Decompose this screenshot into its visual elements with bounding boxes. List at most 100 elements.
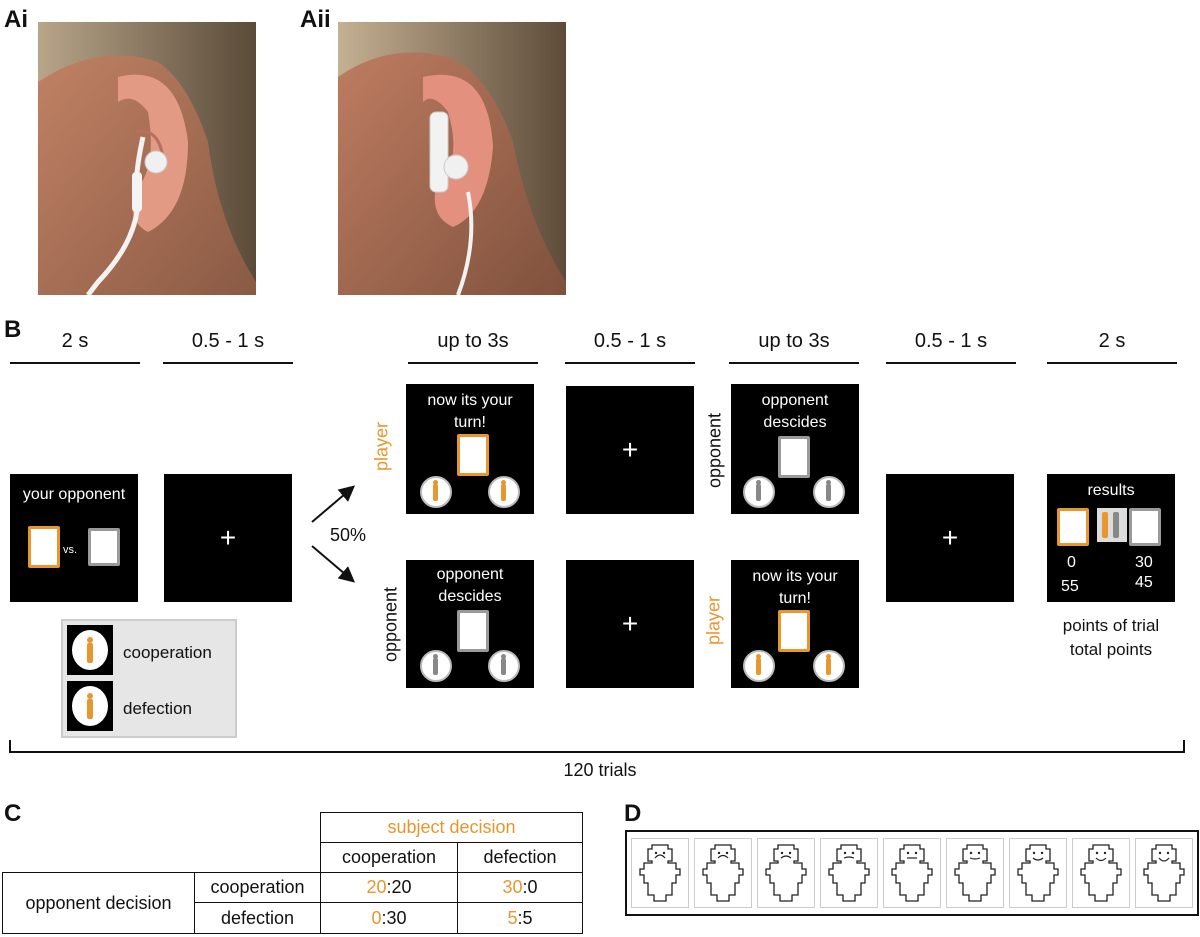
manikin-icon [883,838,941,908]
payoff-cell: 0:30 [320,902,458,934]
subject-payoff: 0 [371,907,382,928]
fixation-screen: + [566,386,694,514]
manikin-icon [757,838,815,908]
payoff-row-cooperation: cooperation [194,872,321,903]
cooperation-figure-icon [743,650,775,682]
manikin-icon [1072,838,1130,908]
branch-arrows [311,485,356,583]
role-label-player: player [703,595,724,646]
opponent-trial-points: 30 [1135,554,1153,571]
opponent-card [778,436,810,478]
opponent-turn-screen: opponent descides [731,384,859,514]
timing-rule [886,362,1016,364]
panel-label-aii: Aii [300,6,331,33]
payoff-col-defection: defection [457,842,583,873]
duration-label: 2 s [61,330,89,352]
decision-legend: cooperation defection [61,619,237,738]
player-card [28,526,60,568]
panel-label-b: B [4,316,22,343]
opponent-card [457,610,489,652]
ear-photo-ai [38,22,256,295]
manikin-icon [1135,838,1193,908]
fixation-screen: + [566,560,694,688]
results-title: results [1087,482,1135,499]
player-turn-screen: now its your turn! [731,560,859,688]
duration-label: up to 3s [437,330,509,352]
manikin-icon [694,838,752,908]
opponent-payoff: :30 [381,907,407,928]
intro-title: your opponent [22,486,126,503]
probability-label: 50% [330,525,367,545]
timing-rule [1047,362,1177,364]
player-card [778,610,810,652]
opponent-card [88,528,120,566]
results-screen: results 0 55 30 45 [1047,474,1175,602]
opp-line2: descides [763,414,827,431]
duration-label: 0.5 - 1 s [914,330,988,352]
payoff-cell: 30:0 [457,872,583,903]
payoff-header: subject decision [320,812,583,843]
player-turn-screen: now its your turn! [406,384,534,514]
role-label-player: player [371,421,392,472]
defection-figure-icon [813,476,845,508]
ear-photo-aii [338,22,566,295]
opponent-payoff: :20 [386,877,412,897]
cooperation-figure-icon [67,625,113,675]
player-card [1057,508,1089,546]
fixation-cross: + [941,522,959,553]
turn-line1: now its your [752,568,838,585]
defection-figure-icon [488,650,520,682]
manikin-icon [1009,838,1067,908]
timing-rule [729,362,859,364]
fixation-cross: + [219,522,237,553]
payoff-col-cooperation: cooperation [320,842,458,873]
payoff-row-defection: defection [194,902,321,934]
opponent-total-points: 45 [1135,574,1153,591]
trials-label: 120 trials [563,760,637,780]
caption-total: total points [1069,640,1153,659]
intro-screen: your opponent vs. [10,474,138,602]
defection-figure-icon [813,650,845,682]
trials-bracket [9,740,1185,753]
legend-cooperation-label: cooperation [123,643,212,662]
timing-rule [10,362,140,364]
duration-label: up to 3s [758,330,830,352]
opponent-card [1129,508,1161,546]
subject-payoff: 5 [507,907,518,928]
payoff-row-header: opponent decision [2,872,195,934]
subject-payoff: 20 [366,877,387,897]
turn-line1: now its your [427,392,513,409]
panel-label-c: C [4,800,22,827]
fixation-screen: + [886,474,1014,602]
timing-rule [565,362,695,364]
legend-defection-label: defection [123,699,192,718]
duration-label: 2 s [1098,330,1126,352]
opp-line1: opponent [436,566,504,583]
fixation-cross: + [621,608,639,639]
results-figure-icon [1097,508,1127,542]
role-label-opponent: opponent [380,586,401,663]
cooperation-figure-icon [420,650,452,682]
opponent-turn-screen: opponent descides [406,560,534,688]
payoff-cell: 20:20 [320,872,458,903]
player-trial-points: 0 [1067,554,1076,571]
opponent-payoff: :5 [517,907,533,928]
fixation-screen: + [164,474,292,602]
vs-label: vs. [63,544,78,556]
cooperation-figure-icon [420,476,452,508]
turn-line2: turn! [453,414,486,431]
manikin-scale [625,830,1199,916]
duration-label: 0.5 - 1 s [191,330,265,352]
fixation-cross: + [621,434,639,465]
payoff-cell: 5:5 [457,902,583,934]
subject-payoff: 30 [502,877,523,897]
duration-label: 0.5 - 1 s [593,330,667,352]
opp-line2: descides [438,588,502,605]
role-label-opponent: opponent [704,412,725,489]
panel-label-ai: Ai [4,6,28,33]
timing-rule [408,362,538,364]
defection-figure-icon [67,681,113,731]
caption-trial: points of trial [1062,616,1160,635]
timing-rule [163,362,293,364]
results-caption: points of trial total points [1040,614,1182,662]
